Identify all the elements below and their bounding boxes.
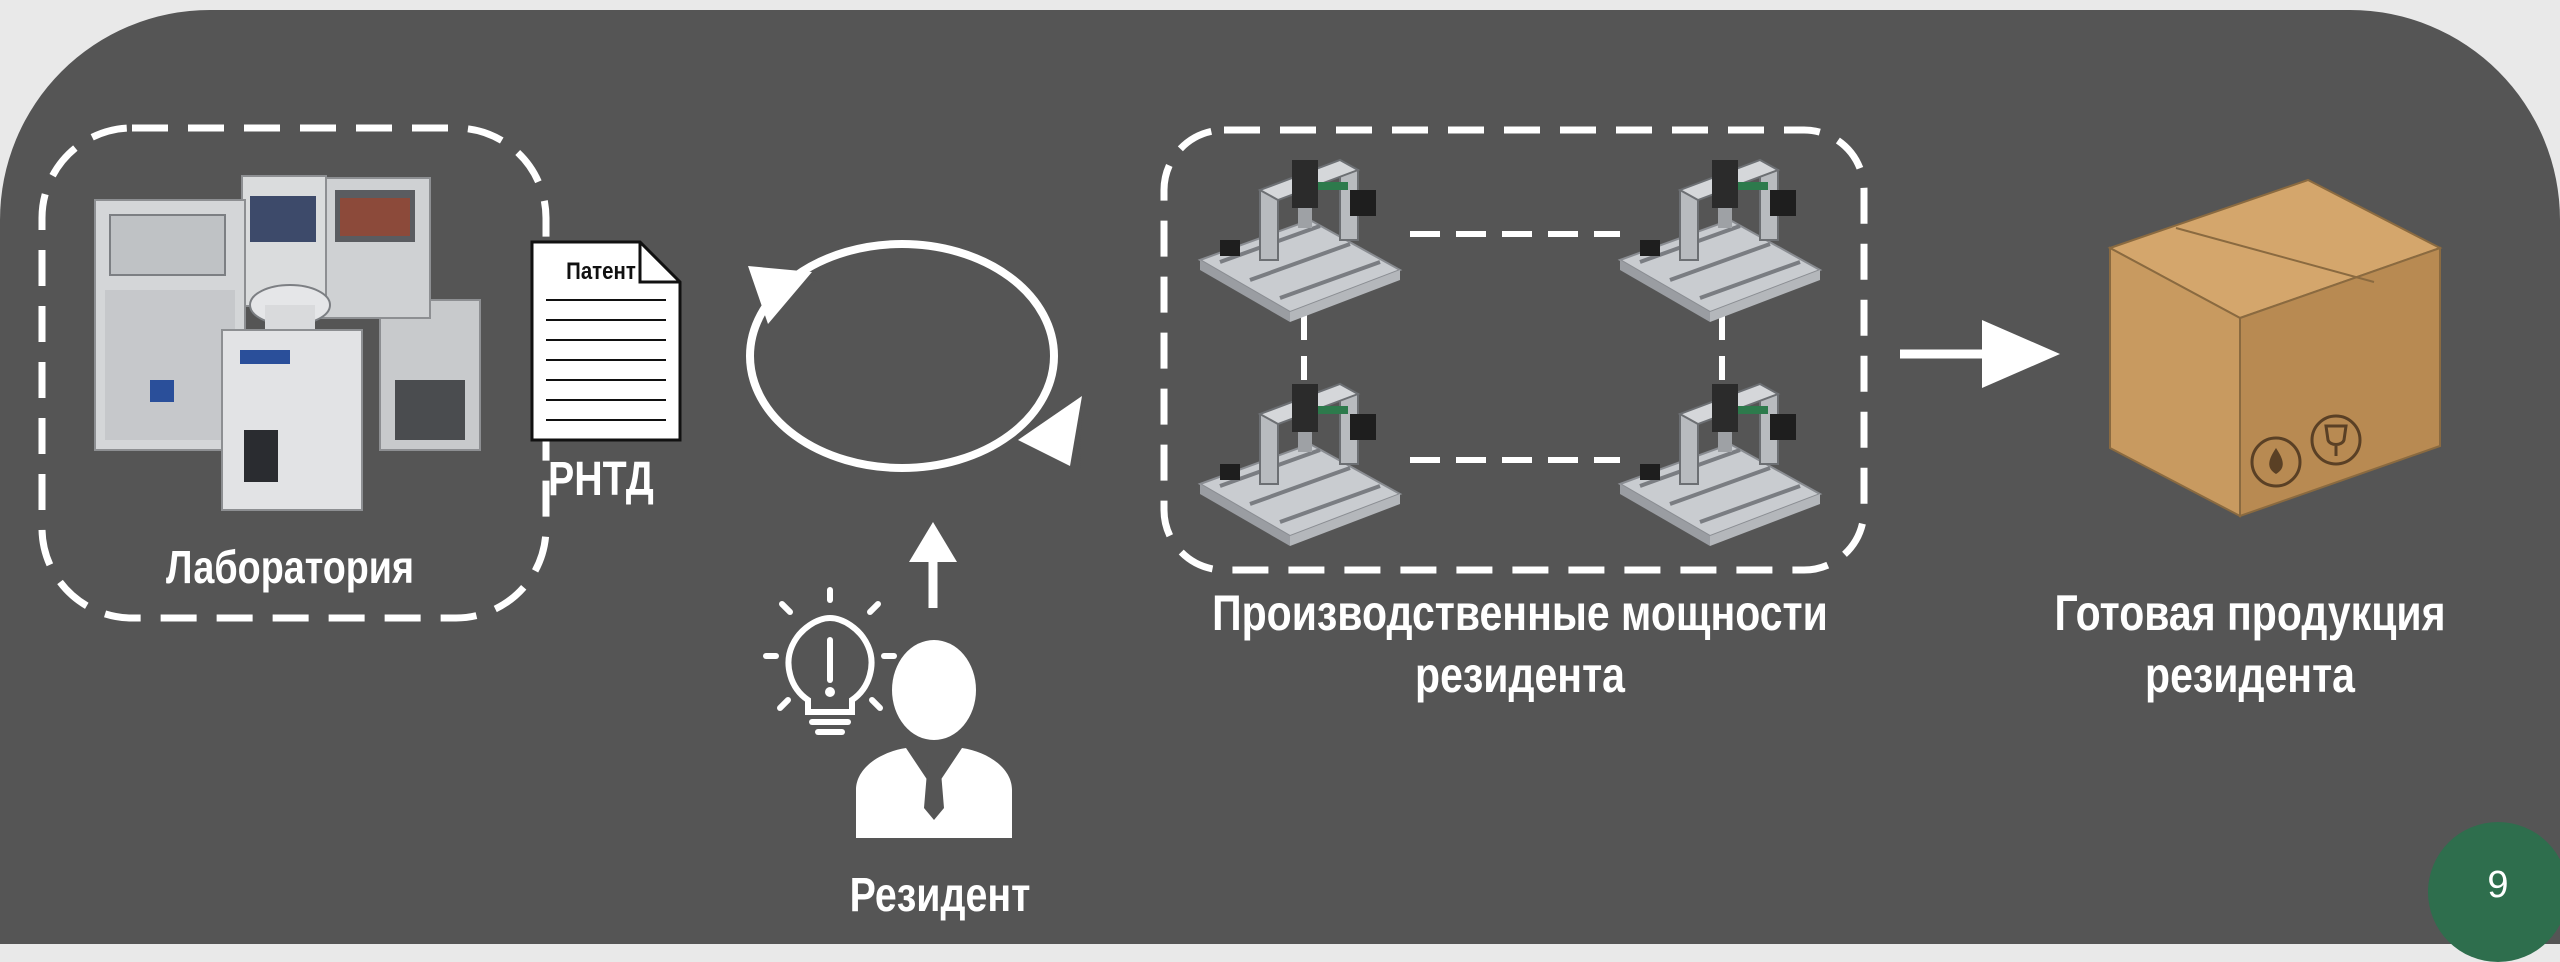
production-label-line2: резидента (1415, 647, 1625, 703)
page-number: 9 (2487, 864, 2509, 906)
cnc-machine-icon (1618, 382, 1822, 548)
arrow-right-icon (1900, 320, 2060, 388)
lab-equipment-icon (94, 175, 481, 511)
up-arrow-icon (909, 522, 957, 608)
cycle-arrows-icon (746, 240, 1082, 472)
lightbulb-idea-icon (763, 587, 897, 735)
cnc-machine-icon (1198, 382, 1402, 548)
page-number-badge (2428, 822, 2560, 962)
patent-title: Патент (566, 258, 636, 285)
goods-label: Готовая продукция резидента (2012, 582, 2488, 706)
patent-document-icon (530, 240, 682, 442)
production-label-line1: Производственные мощности (1212, 585, 1828, 641)
person-icon (856, 640, 1012, 838)
machine-connectors (1301, 231, 1725, 463)
goods-label-line2: резидента (2145, 647, 2355, 703)
goods-label-line1: Готовая продукция (2054, 585, 2446, 641)
production-label: Производственные мощности резидента (1184, 582, 1856, 706)
cardboard-box-icon (2107, 178, 2443, 518)
production-frame (1160, 126, 1868, 574)
resident-label: Резидент (849, 869, 1031, 922)
cnc-machine-icon (1618, 158, 1822, 324)
laboratory-label: Лаборатория (166, 541, 414, 593)
rntd-label: РНТД (548, 453, 654, 506)
cnc-machine-icon (1198, 158, 1402, 324)
